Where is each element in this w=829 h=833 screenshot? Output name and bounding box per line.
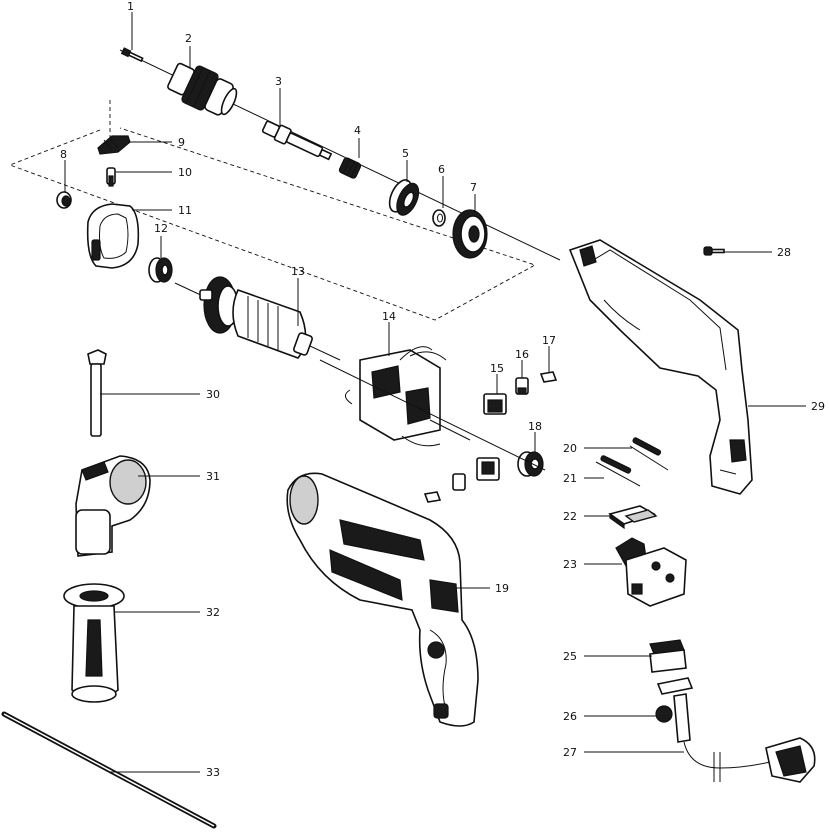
mode-switch-lever-icon: [97, 135, 131, 155]
pin-icon: [106, 167, 116, 187]
nut-icon: [56, 191, 72, 209]
callout-9: 9: [178, 136, 185, 149]
callout-17: 17: [542, 334, 556, 347]
carbon-brush-icon: [515, 377, 529, 395]
callout-29: 29: [811, 400, 825, 413]
housing-icon: [286, 472, 479, 727]
callout-12: 12: [154, 222, 168, 235]
callout-16: 16: [515, 348, 529, 361]
axis-line: [319, 359, 546, 471]
callout-11: 11: [178, 204, 192, 217]
callout-30: 30: [206, 388, 220, 401]
screw-icon: [703, 246, 725, 256]
drill-chuck-icon: [167, 62, 238, 116]
brush-spring-icon: [629, 437, 669, 471]
leader-lines: [64, 12, 806, 773]
side-handle-icon: [63, 583, 125, 703]
capacitor-icon: [608, 505, 658, 530]
callout-28: 28: [777, 246, 791, 259]
callout-18: 18: [528, 420, 542, 433]
callout-15: 15: [490, 362, 504, 375]
callout-33: 33: [206, 766, 220, 779]
callout-25: 25: [563, 650, 577, 663]
washer-icon: [432, 209, 446, 227]
callout-19: 19: [495, 582, 509, 595]
gearbox-cover-icon: [86, 203, 140, 269]
brush-holder-icon: [423, 457, 500, 503]
bearing-icon: [517, 451, 544, 477]
bearing-icon: [148, 257, 173, 283]
callout-26: 26: [563, 710, 577, 723]
callout-10: 10: [178, 166, 192, 179]
armature-icon: [174, 276, 341, 361]
callout-31: 31: [206, 470, 220, 483]
callout-8: 8: [60, 148, 67, 161]
callout-5: 5: [402, 147, 409, 160]
callout-7: 7: [470, 181, 477, 194]
callout-27: 27: [563, 746, 577, 759]
cable-clamp-icon: [649, 639, 687, 673]
brush-holder-icon: [483, 393, 507, 415]
callout-3: 3: [275, 75, 282, 88]
depth-rod-icon: [87, 349, 107, 437]
side-handle-clamp-icon: [75, 455, 151, 557]
gear-icon: [452, 209, 488, 259]
spring-icon: [338, 157, 362, 179]
bearing-icon: [388, 179, 420, 216]
carbon-brush-icon: [539, 371, 558, 383]
callout-13: 13: [291, 265, 305, 278]
stator-icon: [345, 346, 471, 447]
depth-gauge-rod-icon: [1, 711, 217, 829]
screw-icon: [120, 47, 144, 63]
callout-23: 23: [563, 558, 577, 571]
callout-4: 4: [354, 124, 361, 137]
callout-1: 1: [127, 0, 134, 13]
callout-21: 21: [563, 472, 577, 485]
callout-20: 20: [563, 442, 577, 455]
spindle-icon: [261, 120, 333, 161]
power-cable-icon: [683, 737, 816, 783]
callout-6: 6: [438, 163, 445, 176]
trigger-switch-icon: [615, 537, 687, 607]
housing-icon: [568, 239, 753, 495]
callout-22: 22: [563, 510, 577, 523]
cable-sleeve-icon: [655, 677, 694, 743]
assembly-plane-outline: [8, 100, 537, 321]
callout-32: 32: [206, 606, 220, 619]
callout-2: 2: [185, 32, 192, 45]
callout-14: 14: [382, 310, 396, 323]
brush-spring-icon: [595, 455, 641, 487]
callout-numbers: 1 2 3 4 5 6 7 8 9 10 11 12 13 14 15 16 1…: [60, 0, 825, 779]
